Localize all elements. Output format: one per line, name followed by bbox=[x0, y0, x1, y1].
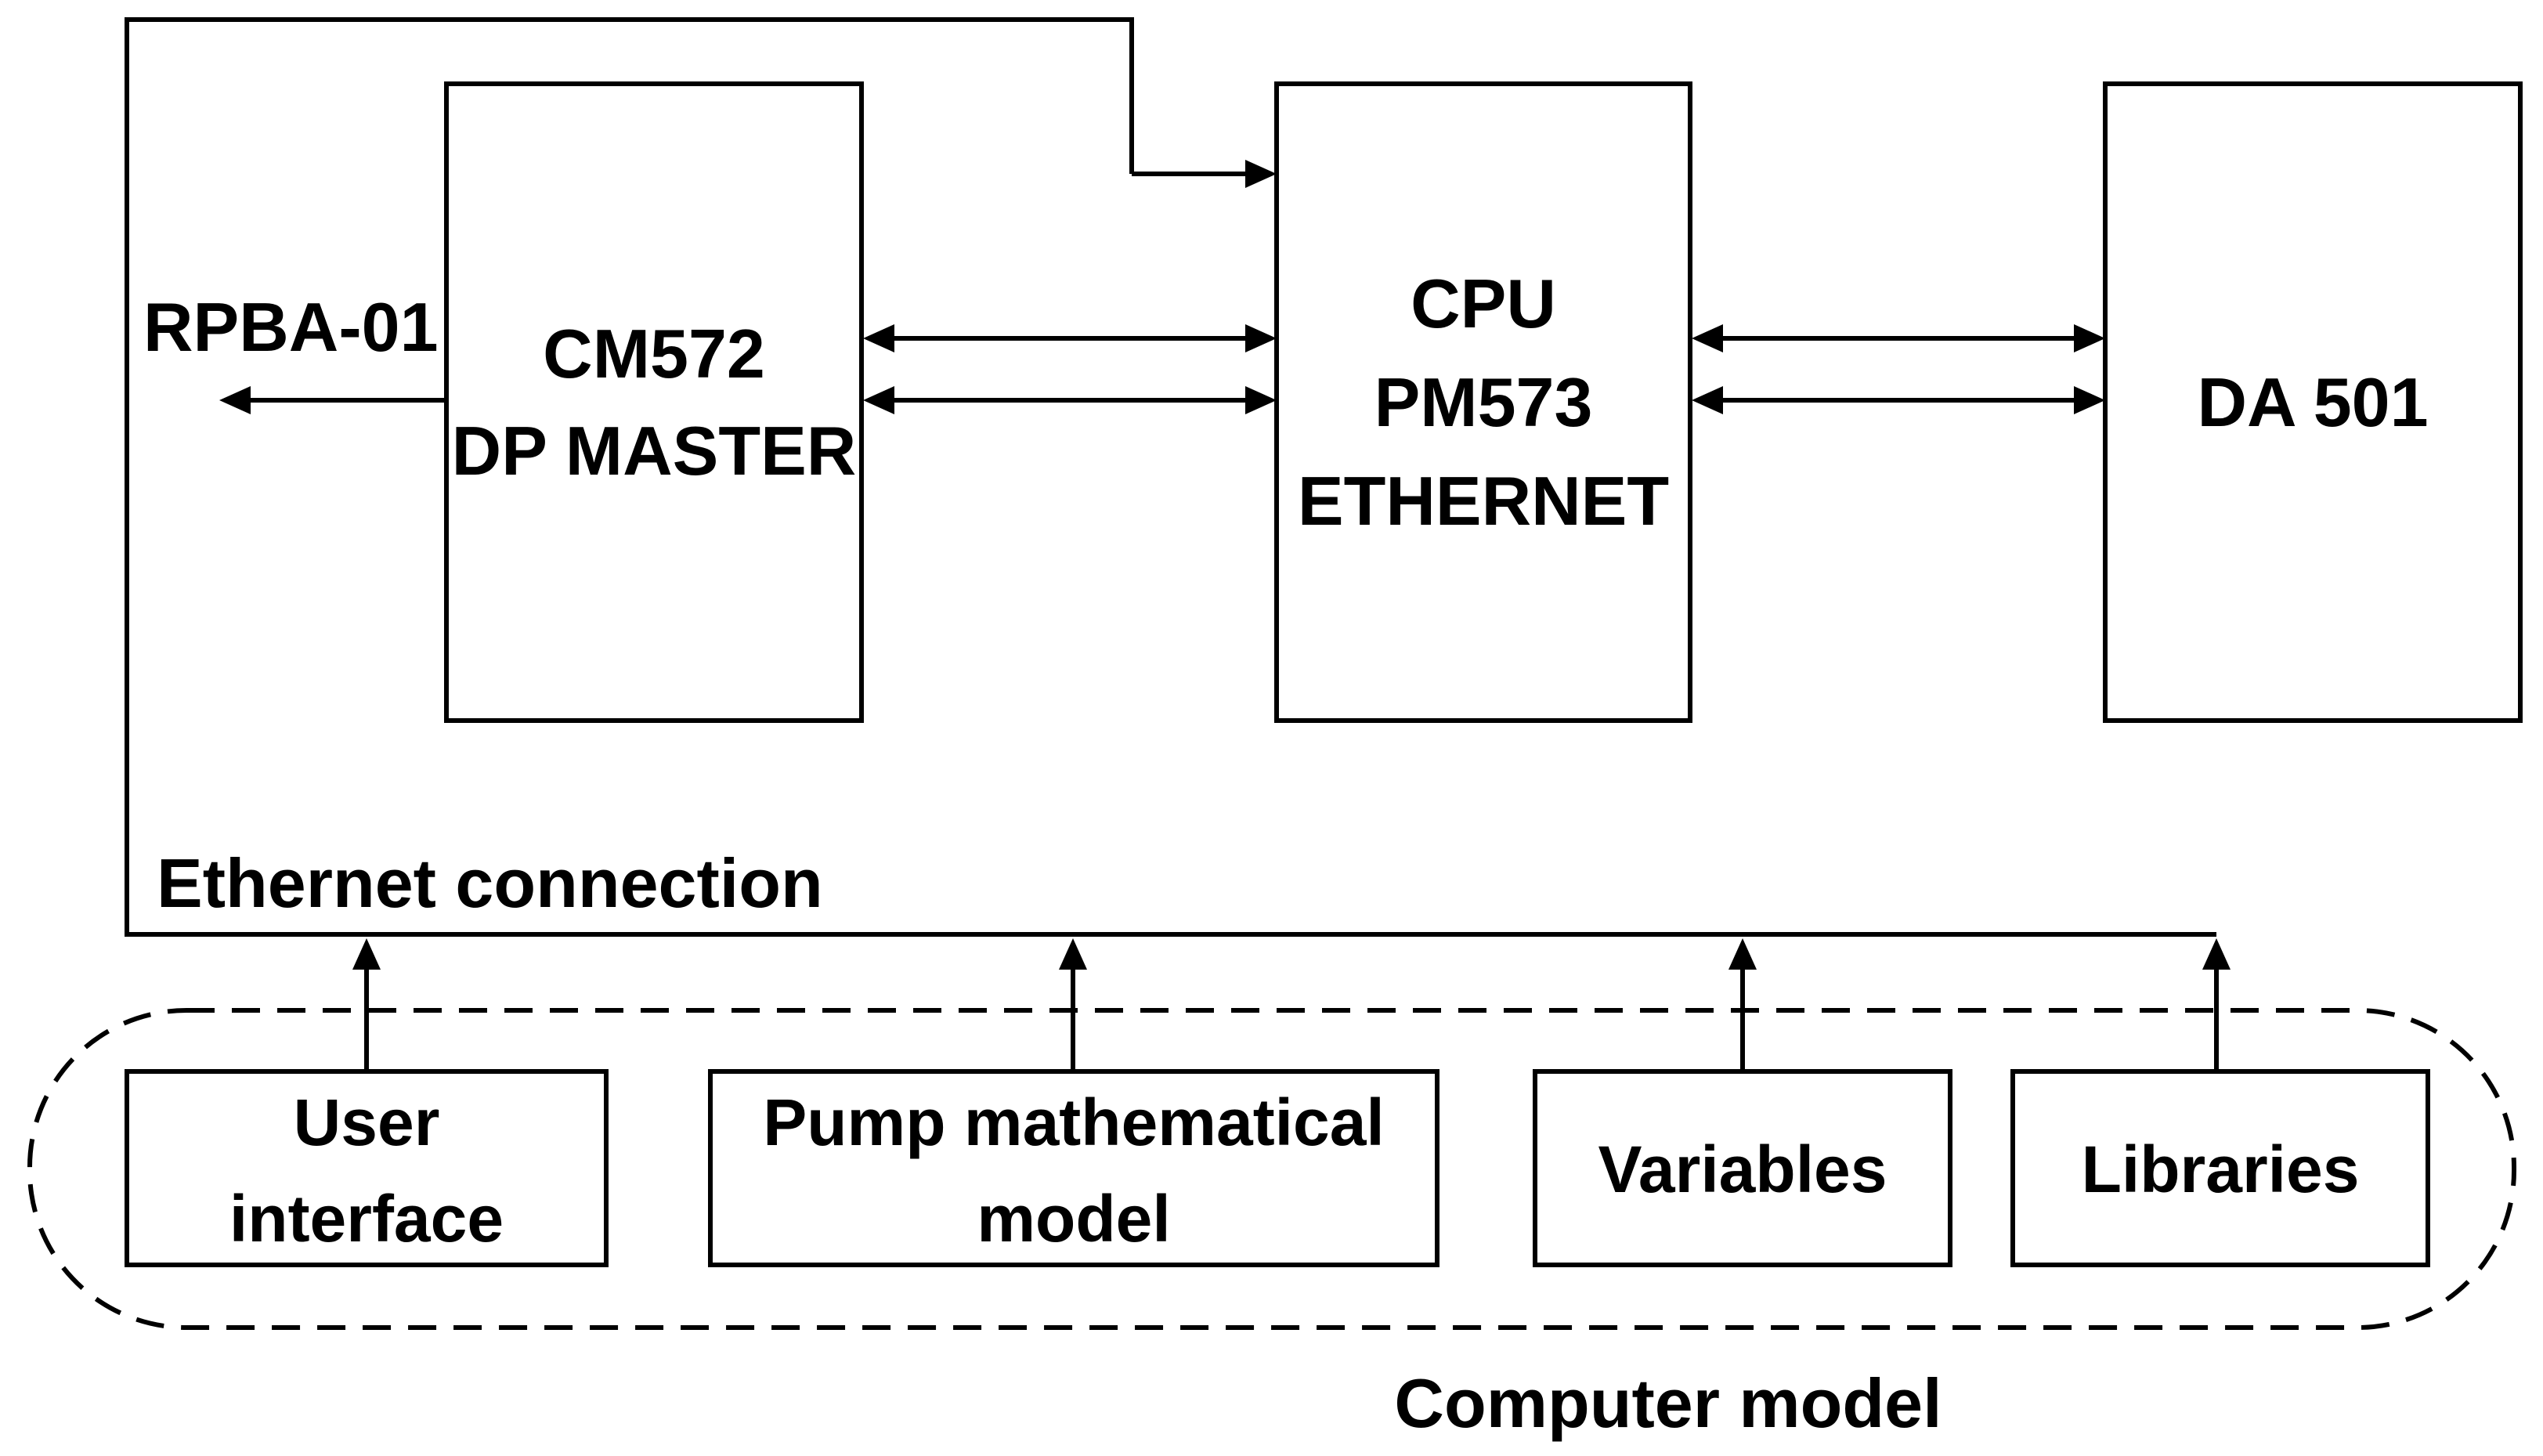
cpu-label-line2: PM573 bbox=[1374, 363, 1593, 441]
pump-model-label-line2: model bbox=[977, 1182, 1170, 1255]
user-interface-up-arrow bbox=[352, 938, 381, 1071]
libraries-block bbox=[2010, 1069, 2430, 1267]
cpu-label-line1: CPU bbox=[1411, 265, 1556, 342]
pump-model-up-arrow bbox=[1059, 938, 1087, 1071]
libraries-up-arrow bbox=[2202, 938, 2231, 1071]
cm572-cpu-link-bottom bbox=[863, 386, 1277, 414]
da501-label: DA 501 bbox=[2197, 363, 2428, 441]
ethernet-bus-line bbox=[125, 17, 2216, 937]
pump-model-block bbox=[708, 1069, 1439, 1267]
cm572-label-line2: DP MASTER bbox=[452, 412, 857, 490]
user-interface-label-line2: interface bbox=[229, 1182, 504, 1255]
da501-block bbox=[2103, 81, 2523, 723]
cpu-block bbox=[1274, 81, 1692, 723]
variables-up-arrow bbox=[1728, 938, 1757, 1071]
ethernet-connection-label: Ethernet connection bbox=[157, 844, 823, 922]
pump-model-label-line1: Pump mathematical bbox=[763, 1086, 1385, 1159]
cm572-block bbox=[444, 81, 864, 723]
variables-block bbox=[1533, 1069, 1952, 1267]
rpba-arrowhead bbox=[219, 386, 251, 414]
computer-model-label: Computer model bbox=[1394, 1364, 1942, 1442]
cm572-label-line1: CM572 bbox=[543, 315, 765, 392]
cm572-cpu-link-top bbox=[863, 324, 1277, 352]
rpba-label: RPBA-01 bbox=[143, 288, 439, 366]
cpu-da501-link-top bbox=[1692, 324, 2105, 352]
bus-to-cpu-arrowhead bbox=[1245, 160, 1277, 188]
cpu-label-line3: ETHERNET bbox=[1298, 462, 1669, 540]
libraries-label: Libraries bbox=[2082, 1133, 2360, 1206]
user-interface-block bbox=[125, 1069, 609, 1267]
cpu-da501-link-bottom bbox=[1692, 386, 2105, 414]
variables-label: Variables bbox=[1598, 1133, 1887, 1206]
user-interface-label-line1: User bbox=[294, 1086, 440, 1159]
computer-model-boundary bbox=[27, 1008, 2516, 1330]
